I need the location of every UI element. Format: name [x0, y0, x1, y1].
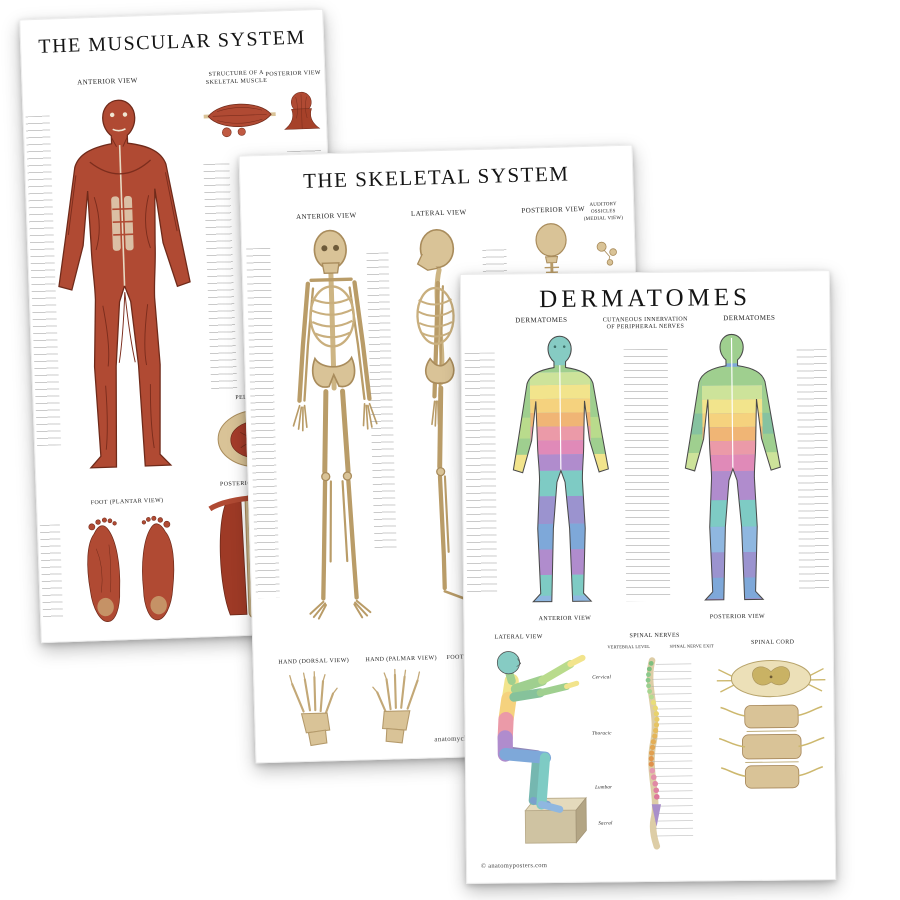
label-lines: [246, 247, 280, 599]
posterior-head-figure: [284, 91, 321, 130]
skeletal-poster: THE SKELETAL SYSTEM ANTERIOR VIEW LATERA…: [238, 144, 650, 764]
dermatome-anterior-figure: [511, 335, 610, 603]
muscular-figure: [58, 99, 191, 469]
spine-region-cervical: Cervical: [592, 675, 612, 681]
label-lines: [796, 349, 830, 590]
spinal-nerve-exit-caption: SPINAL NERVE EXIT: [669, 643, 714, 649]
muscular-poster: THE MUSCULAR SYSTEM ANTERIOR VIEW STRUCT…: [19, 8, 345, 644]
muscle-structure-diagram: [203, 103, 276, 138]
dermatomes-title: DERMATOMES: [539, 283, 752, 314]
muscular-anterior-caption: ANTERIOR VIEW: [77, 76, 138, 87]
label-lines: [464, 352, 498, 593]
hand-dorsal-figure: [289, 671, 338, 747]
dermatomes-right-label: DERMATOMES: [723, 313, 776, 323]
foot-plantar-caption: FOOT (PLANTAR VIEW): [90, 497, 164, 507]
hand-dorsal-caption: HAND (DORSAL VIEW): [278, 657, 350, 666]
label-lines: [203, 163, 238, 395]
dermatome-posterior-caption: POSTERIOR VIEW: [709, 613, 766, 621]
label-lines: [623, 348, 671, 602]
spinal-cord-caption: SPINAL CORD: [750, 639, 795, 646]
vertebral-level-caption: VERTEBRAL LEVEL: [607, 643, 651, 650]
lateral-skeleton-figure: [416, 228, 472, 602]
muscular-title: THE MUSCULAR SYSTEM: [38, 26, 307, 58]
lateral-view-caption: LATERAL VIEW: [494, 634, 543, 641]
spine-region-lumbar: Lumbar: [595, 785, 613, 791]
spine-region-sacral: Sacral: [598, 821, 613, 827]
spinal-nerves-diagram: [645, 657, 694, 850]
ossicles-caption-3: (MEDIAL VIEW): [583, 215, 624, 223]
dermatomes-footer: © anatomyposters.com: [480, 862, 548, 870]
dermatomes-left-label: DERMATOMES: [515, 315, 568, 325]
auditory-ossicles-figure: [596, 241, 617, 266]
skeletal-anterior-caption: ANTERIOR VIEW: [295, 211, 357, 222]
hand-palmar-figure: [372, 668, 421, 744]
dermatome-anterior-caption: ANTERIOR VIEW: [538, 615, 592, 623]
spinal-nerves-caption: SPINAL NERVES: [629, 632, 680, 640]
label-lines: [39, 524, 64, 621]
muscular-posterior-caption: POSTERIOR VIEW: [265, 69, 322, 78]
foot-plantar-diagram: [87, 515, 175, 622]
spinal-cord-diagram: [716, 659, 826, 789]
dermatome-posterior-figure: [683, 333, 782, 601]
dermatome-lateral-figure: [496, 651, 587, 844]
spine-region-thoracic: Thoracic: [591, 731, 612, 737]
skeletal-title: THE SKELETAL SYSTEM: [302, 161, 570, 193]
anterior-skeleton-figure: [292, 229, 378, 620]
skeletal-lateral-caption: LATERAL VIEW: [410, 208, 467, 218]
dermatomes-poster: DERMATOMES CUTANEOUS INNERVATION OF PERI…: [459, 270, 837, 884]
